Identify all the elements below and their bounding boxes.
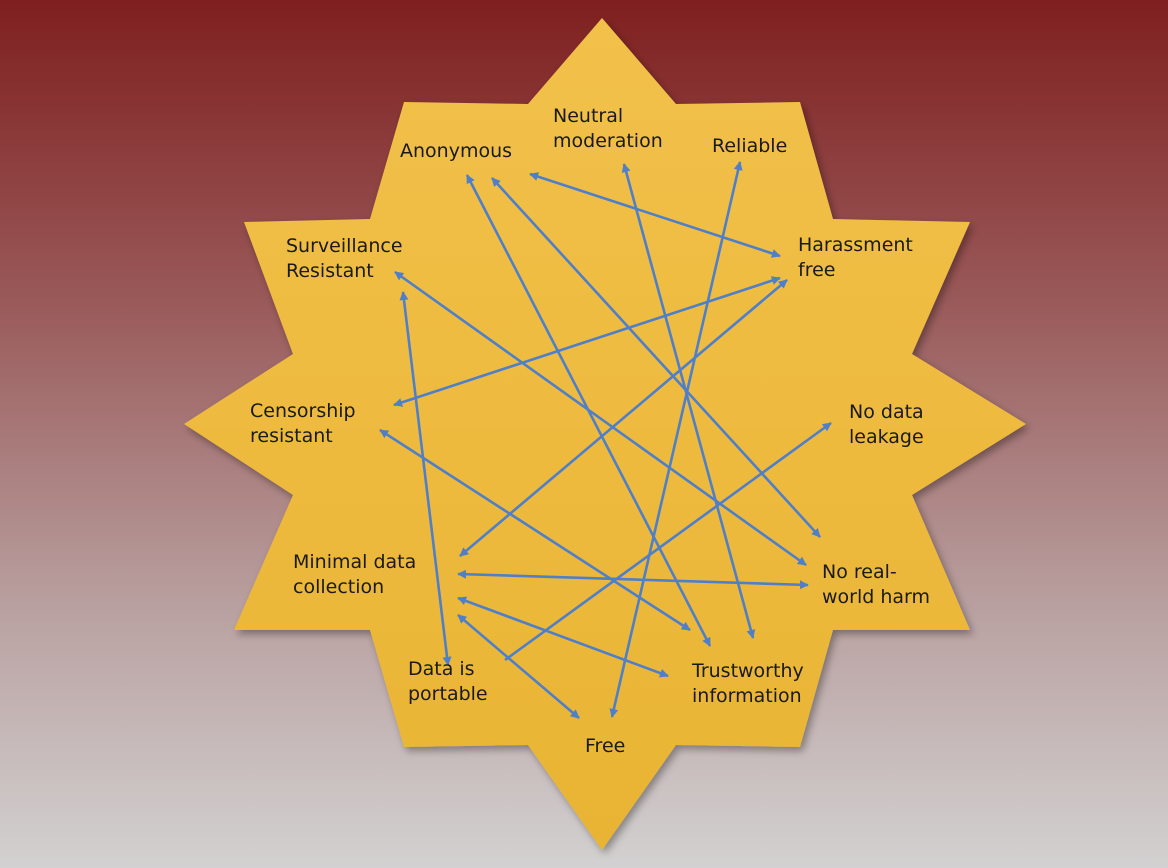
label-line: free [798, 259, 836, 281]
label-line: leakage [849, 426, 924, 448]
label-line: information [692, 685, 802, 707]
label-line: No real- [822, 561, 897, 583]
label-line: Trustworthy [692, 660, 804, 682]
label-line: Minimal data [293, 551, 417, 573]
label-line: collection [293, 576, 385, 598]
label-line: Reliable [712, 135, 788, 157]
arrow-data-is-portable-to-surveillance-resistant [399, 291, 452, 666]
arrow-data-is-portable-to-no-data-leakage [504, 421, 832, 662]
node-free: Free [585, 734, 625, 759]
node-reliable: Reliable [712, 134, 787, 159]
node-harassment-free: Harassment free [798, 233, 913, 283]
node-neutral-moderation: Neutral moderation [553, 104, 663, 154]
node-data-is-portable: Data is portable [408, 657, 488, 707]
label-line: Neutral [553, 105, 624, 127]
node-censorship-resistant: Censorship resistant [250, 399, 356, 449]
node-minimal-data-collection: Minimal data collection [293, 550, 416, 600]
label-line: Surveillance [286, 235, 403, 257]
node-surveillance-resistant: Surveillance Resistant [286, 234, 403, 284]
label-line: Harassment [798, 234, 913, 256]
node-no-real-world-harm: No real- world harm [822, 560, 930, 610]
node-trustworthy-information: Trustworthy information [692, 659, 804, 709]
node-no-data-leakage: No data leakage [849, 400, 924, 450]
label-line: Anonymous [400, 140, 513, 162]
label-line: resistant [250, 425, 333, 447]
label-line: Censorship [250, 400, 356, 422]
label-line: portable [408, 683, 488, 705]
label-line: Data is [408, 658, 475, 680]
label-line: Resistant [286, 260, 374, 282]
arrow-free-to-minimal-data-collection [457, 614, 580, 719]
label-line: Free [585, 735, 626, 757]
label-line: moderation [553, 130, 663, 152]
arrow-free-to-reliable [609, 161, 743, 718]
node-anonymous: Anonymous [400, 139, 512, 164]
label-line: world harm [822, 586, 931, 608]
label-line: No data [849, 401, 924, 423]
connection-arrows [379, 161, 832, 719]
